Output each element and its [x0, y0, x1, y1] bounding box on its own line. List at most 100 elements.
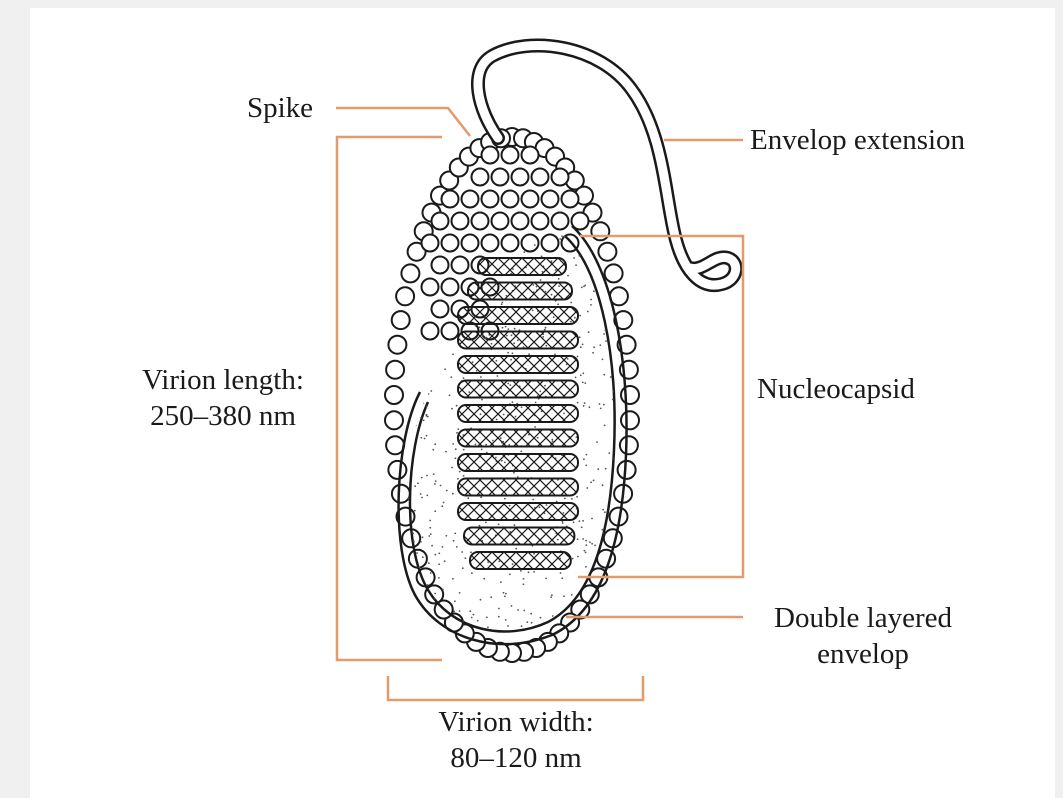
- stipple-dot: [591, 543, 593, 545]
- stipple-dot: [605, 468, 607, 470]
- stipple-dot: [420, 645, 422, 647]
- stipple-dot: [513, 472, 515, 474]
- spike: [432, 213, 449, 230]
- spike: [552, 169, 569, 186]
- stipple-dot: [420, 541, 422, 543]
- stipple-dot: [603, 374, 605, 376]
- spike: [620, 436, 638, 454]
- stipple-dot: [456, 546, 458, 548]
- stipple-dot: [528, 353, 530, 355]
- stipple-dot: [530, 613, 532, 615]
- stipple-dot: [456, 432, 458, 434]
- stipple-dot: [446, 490, 448, 492]
- double-layered-envelop-label: Double layered envelop: [748, 600, 978, 672]
- spike-label: Spike: [247, 90, 313, 126]
- stipple-dot: [400, 579, 402, 581]
- stipple-dot: [490, 596, 492, 598]
- stipple-dot: [400, 640, 402, 642]
- spike: [522, 147, 539, 164]
- stipple-dot: [426, 414, 428, 416]
- stipple-dot: [585, 465, 587, 467]
- stipple-dot: [622, 588, 624, 590]
- nucleocapsid-band: [458, 356, 578, 373]
- stipple-dot: [584, 550, 586, 552]
- nucleocapsid-band: [458, 332, 578, 349]
- stipple-dot: [452, 578, 454, 580]
- virion-length-label: Virion length: 250–380 nm: [112, 362, 334, 434]
- spike: [385, 411, 403, 429]
- stipple-dot: [614, 631, 616, 633]
- stipple-dot: [435, 480, 437, 482]
- spike: [598, 243, 616, 261]
- stipple-dot: [475, 325, 477, 327]
- stipple-dot: [438, 553, 440, 555]
- stipple-dot: [462, 644, 464, 646]
- stipple-dot: [503, 592, 505, 594]
- stipple-dot: [465, 557, 467, 559]
- stipple-dot: [459, 471, 461, 473]
- stipple-dot: [582, 382, 584, 384]
- stipple-dot: [514, 524, 516, 526]
- spike: [432, 257, 449, 274]
- stipple-dot: [584, 382, 586, 384]
- stipple-dot: [507, 328, 509, 330]
- stipple-dot: [604, 425, 606, 427]
- stipple-dot: [559, 238, 561, 240]
- spike: [422, 279, 439, 296]
- stipple-dot: [433, 473, 435, 475]
- nucleocapsid-band: [458, 307, 578, 324]
- stipple-dot: [604, 511, 606, 513]
- stipple-dot: [444, 368, 446, 370]
- stipple-dot: [459, 610, 461, 612]
- stipple-dot: [402, 239, 404, 241]
- stipple-dot: [505, 593, 507, 595]
- stipple-dot: [413, 541, 415, 543]
- stipple-dot: [624, 231, 626, 233]
- nucleocapsid-band: [464, 528, 574, 545]
- stipple-dot: [442, 546, 444, 548]
- stipple-dot: [589, 406, 591, 408]
- stipple-dot: [449, 394, 451, 396]
- spike: [552, 213, 569, 230]
- stipple-dot: [580, 346, 582, 348]
- stipple-dot: [564, 498, 566, 500]
- stipple-dot: [438, 563, 440, 565]
- spike: [385, 386, 403, 404]
- stipple-dot: [430, 390, 432, 392]
- spike: [401, 264, 419, 282]
- stipple-dot: [551, 594, 553, 596]
- stipple-dot: [610, 376, 612, 378]
- spike: [532, 213, 549, 230]
- stipple-dot: [575, 264, 577, 266]
- stipple-dot: [563, 595, 565, 597]
- spike: [502, 191, 519, 208]
- stipple-dot: [562, 522, 564, 524]
- spike: [472, 213, 489, 230]
- stipple-dot: [567, 275, 569, 277]
- spike: [452, 213, 469, 230]
- stipple-dot: [507, 352, 509, 354]
- spike: [621, 411, 639, 429]
- stipple-dot: [497, 375, 499, 377]
- spike: [522, 235, 539, 252]
- stipple-dot: [426, 495, 428, 497]
- stipple-dot: [428, 535, 430, 537]
- stipple-dot: [592, 352, 594, 354]
- stipple-dot: [450, 376, 452, 378]
- stipple-dot: [407, 498, 409, 500]
- stipple-dot: [579, 520, 581, 522]
- stipple-dot: [486, 617, 488, 619]
- stipple-dot: [438, 577, 440, 579]
- nucleocapsid-band: [468, 283, 572, 300]
- stipple-dot: [463, 377, 465, 379]
- stipple-dot: [540, 617, 542, 619]
- stipple-dot: [426, 435, 428, 437]
- stipple-dot: [471, 617, 473, 619]
- stipple-dot: [593, 480, 595, 482]
- stipple-dot: [402, 242, 404, 244]
- stipple-dot: [420, 417, 422, 419]
- stipple-dot: [590, 299, 592, 301]
- stipple-dot: [594, 545, 596, 547]
- stipple-dot: [582, 538, 584, 540]
